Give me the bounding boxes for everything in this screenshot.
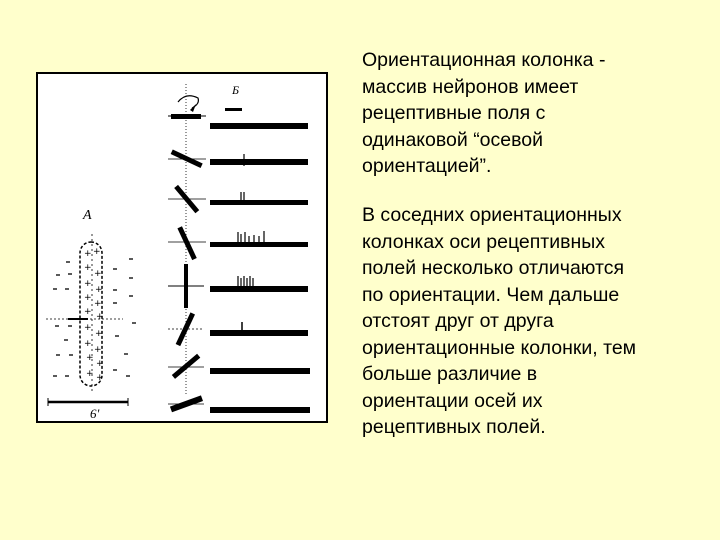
text-line: ориентационные колонки, тем bbox=[362, 336, 637, 359]
svg-text:+: + bbox=[96, 359, 104, 369]
text-line: массив нейронов имеет bbox=[362, 75, 579, 98]
text-line: В соседних ориентационных bbox=[362, 204, 622, 226]
text-line: по ориентации. Чем дальше bbox=[362, 283, 620, 306]
stimulus-row bbox=[168, 149, 308, 168]
receptive-field-map: ++ ++ ++ ++ ++ ++ ++ ++ ++ bbox=[46, 234, 136, 406]
stimulus-marker bbox=[225, 108, 242, 111]
stimulus-row bbox=[168, 226, 308, 261]
svg-text:+: + bbox=[86, 369, 94, 379]
svg-text:+: + bbox=[95, 329, 103, 339]
stimulus-row bbox=[168, 114, 308, 129]
svg-text:+: + bbox=[84, 249, 92, 259]
svg-text:+: + bbox=[95, 285, 103, 295]
stimulus-row bbox=[168, 395, 310, 413]
svg-text:+: + bbox=[84, 339, 92, 349]
svg-text:+: + bbox=[94, 269, 102, 279]
svg-text:+: + bbox=[84, 323, 92, 333]
svg-text:+: + bbox=[94, 345, 102, 355]
scale-label: 6' bbox=[90, 406, 100, 421]
svg-text:+: + bbox=[86, 353, 94, 363]
svg-text:+: + bbox=[84, 293, 92, 303]
svg-text:+: + bbox=[84, 307, 92, 317]
stimulus-row bbox=[168, 312, 308, 347]
orientation-column-figure: A Б 6' ++ ++ ++ ++ ++ ++ ++ ++ ++ bbox=[36, 72, 328, 423]
svg-text:+: + bbox=[93, 247, 101, 257]
receptive-field-diagram: A Б 6' ++ ++ ++ ++ ++ ++ ++ ++ ++ bbox=[46, 83, 310, 421]
text-line: колонках оси рецептивных bbox=[362, 230, 606, 253]
paragraph-definition: Ориентационная колонка - массив нейронов… bbox=[362, 47, 712, 180]
svg-text:+: + bbox=[96, 373, 104, 383]
svg-text:+: + bbox=[94, 299, 102, 309]
text-line: одинаковой “осевой bbox=[362, 128, 544, 151]
stimulus-row bbox=[168, 184, 308, 214]
stimulus-row bbox=[168, 264, 308, 308]
panel-b-label: Б bbox=[231, 83, 239, 97]
text-line: рецептивных полей. bbox=[362, 416, 546, 438]
svg-text:+: + bbox=[84, 279, 92, 289]
text-line: ориентацией”. bbox=[362, 155, 492, 177]
paragraph-neighboring-columns: В соседних ориентационных колонках оси р… bbox=[362, 202, 712, 441]
svg-text:+: + bbox=[96, 312, 104, 322]
text-line: больше различие в bbox=[362, 363, 538, 385]
text-line: Ориентационная колонка - bbox=[362, 49, 606, 71]
stimulus-row bbox=[168, 353, 310, 379]
text-line: полей несколько отличаются bbox=[362, 257, 625, 279]
text-line: рецептивные поля с bbox=[362, 102, 546, 124]
text-line: ориентации осей их bbox=[362, 389, 543, 412]
text-line: отстоят друг от друга bbox=[362, 310, 554, 332]
panel-a-label: A bbox=[82, 208, 92, 223]
svg-text:+: + bbox=[84, 263, 92, 273]
rotation-arrow-icon bbox=[177, 95, 199, 109]
